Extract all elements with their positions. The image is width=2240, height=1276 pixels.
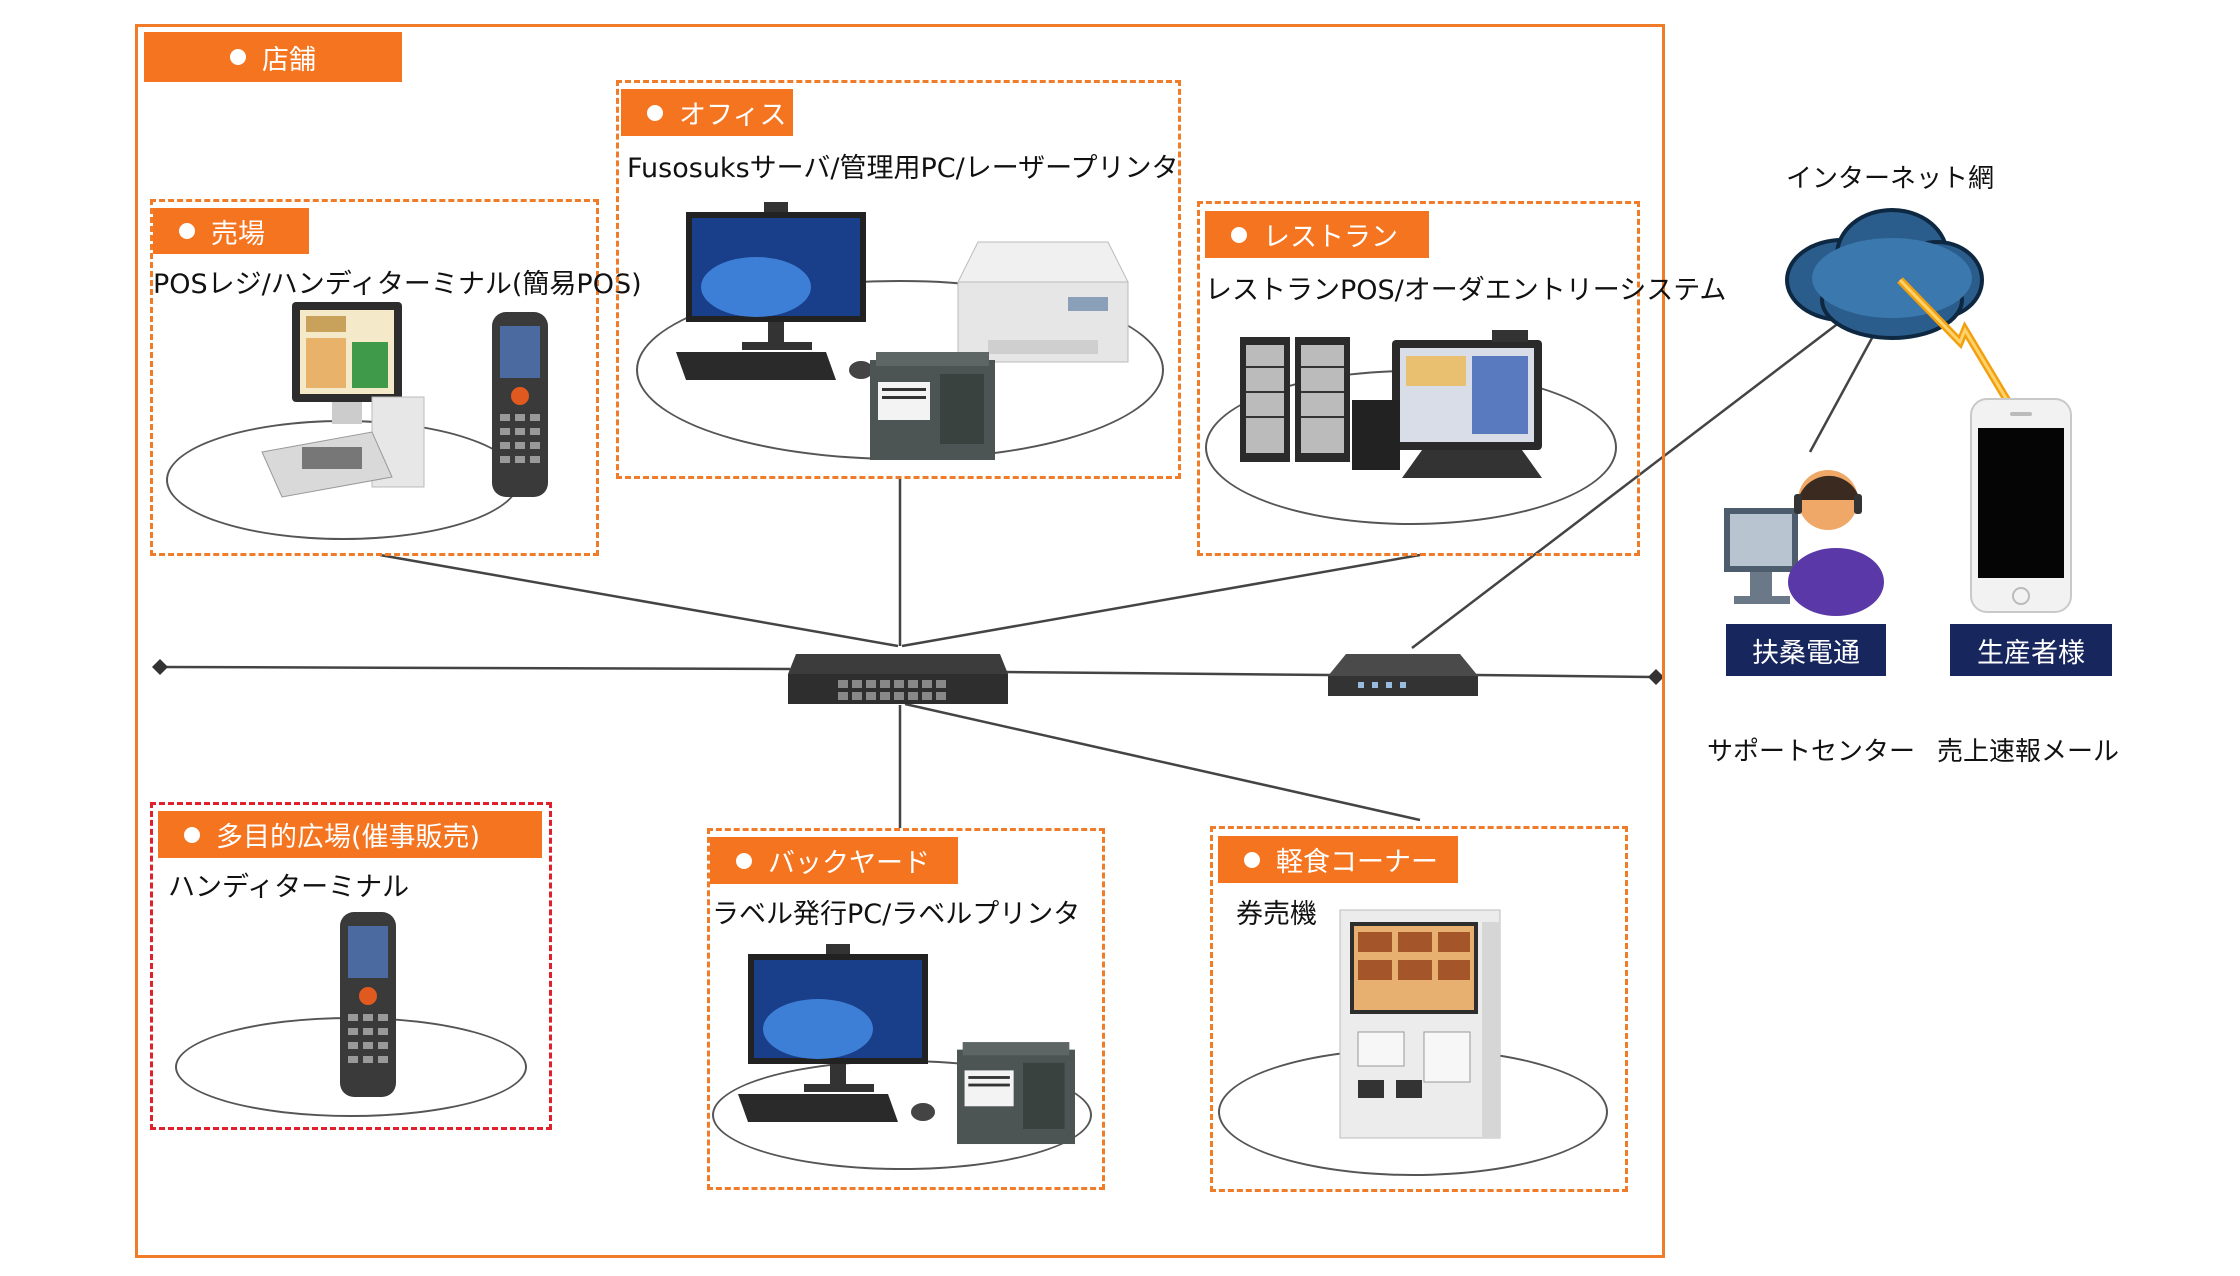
bullet-icon [1231,226,1247,243]
bullet-icon [1244,851,1260,868]
internet-label: インターネット網 [1786,164,1995,194]
event-space-desc: ハンディターミナル [168,872,410,903]
fuso-caption: サポートセンター [1707,737,1916,767]
handy-terminal-icon [340,912,396,1097]
store-tag: 店舗 [144,32,402,82]
fuso-label: 扶桑電通 [1726,624,1886,676]
snack-corner-desc: 券売機 [1236,899,1317,930]
zone-event-space [150,802,552,1130]
zone-restaurant [1197,201,1640,556]
zone-backyard [707,828,1105,1190]
backyard-tag: バックヤード [710,837,958,884]
ticket-machine-icon [1339,909,1501,1139]
restaurant-pos-icon [1352,330,1542,478]
bullet-icon [736,852,752,869]
pos-register-icon [261,302,425,498]
bullet-icon [647,104,663,121]
office-tag: オフィス [621,89,793,136]
zone-snack-corner [1210,826,1628,1192]
handy-terminal-icon [492,312,548,497]
producers-caption: 売上速報メール [1937,737,2120,767]
bullet-icon [184,826,200,843]
support-operator-icon [1724,470,1884,616]
restaurant-desc: レストランPOS/オーダエントリーシステム [1205,275,1727,306]
store-frame [135,24,1665,1258]
sales-floor-tag: 売場 [153,208,309,254]
smartphone-icon [1970,398,2072,613]
desktop-pc-icon [738,944,935,1122]
bullet-icon [179,223,195,239]
snack-corner-tag: 軽食コーナー [1218,836,1458,883]
zone-office [616,80,1181,479]
laser-printer-icon [957,241,1129,363]
restaurant-tag: レストラン [1205,211,1429,258]
label-printer-icon [957,1042,1075,1145]
network-switch-icon [788,654,1008,704]
desktop-pc-icon [676,202,873,380]
zone-sales-floor [150,199,599,556]
office-desc: Fusosuksサーバ/管理用PC/レーザープリンタ [627,153,1179,184]
label-printer-icon [870,352,995,460]
order-entry-icon [1240,337,1350,462]
bullet-icon [230,49,246,65]
backyard-desc: ラベル発行PC/ラベルプリンタ [712,899,1081,930]
lightning-icon [1897,277,2029,433]
producers-label: 生産者様 [1950,624,2112,676]
event-space-tag: 多目的広場(催事販売) [158,811,542,858]
sales-floor-desc: POSレジ/ハンディターミナル(簡易POS) [153,269,642,300]
router-icon [1328,654,1478,696]
